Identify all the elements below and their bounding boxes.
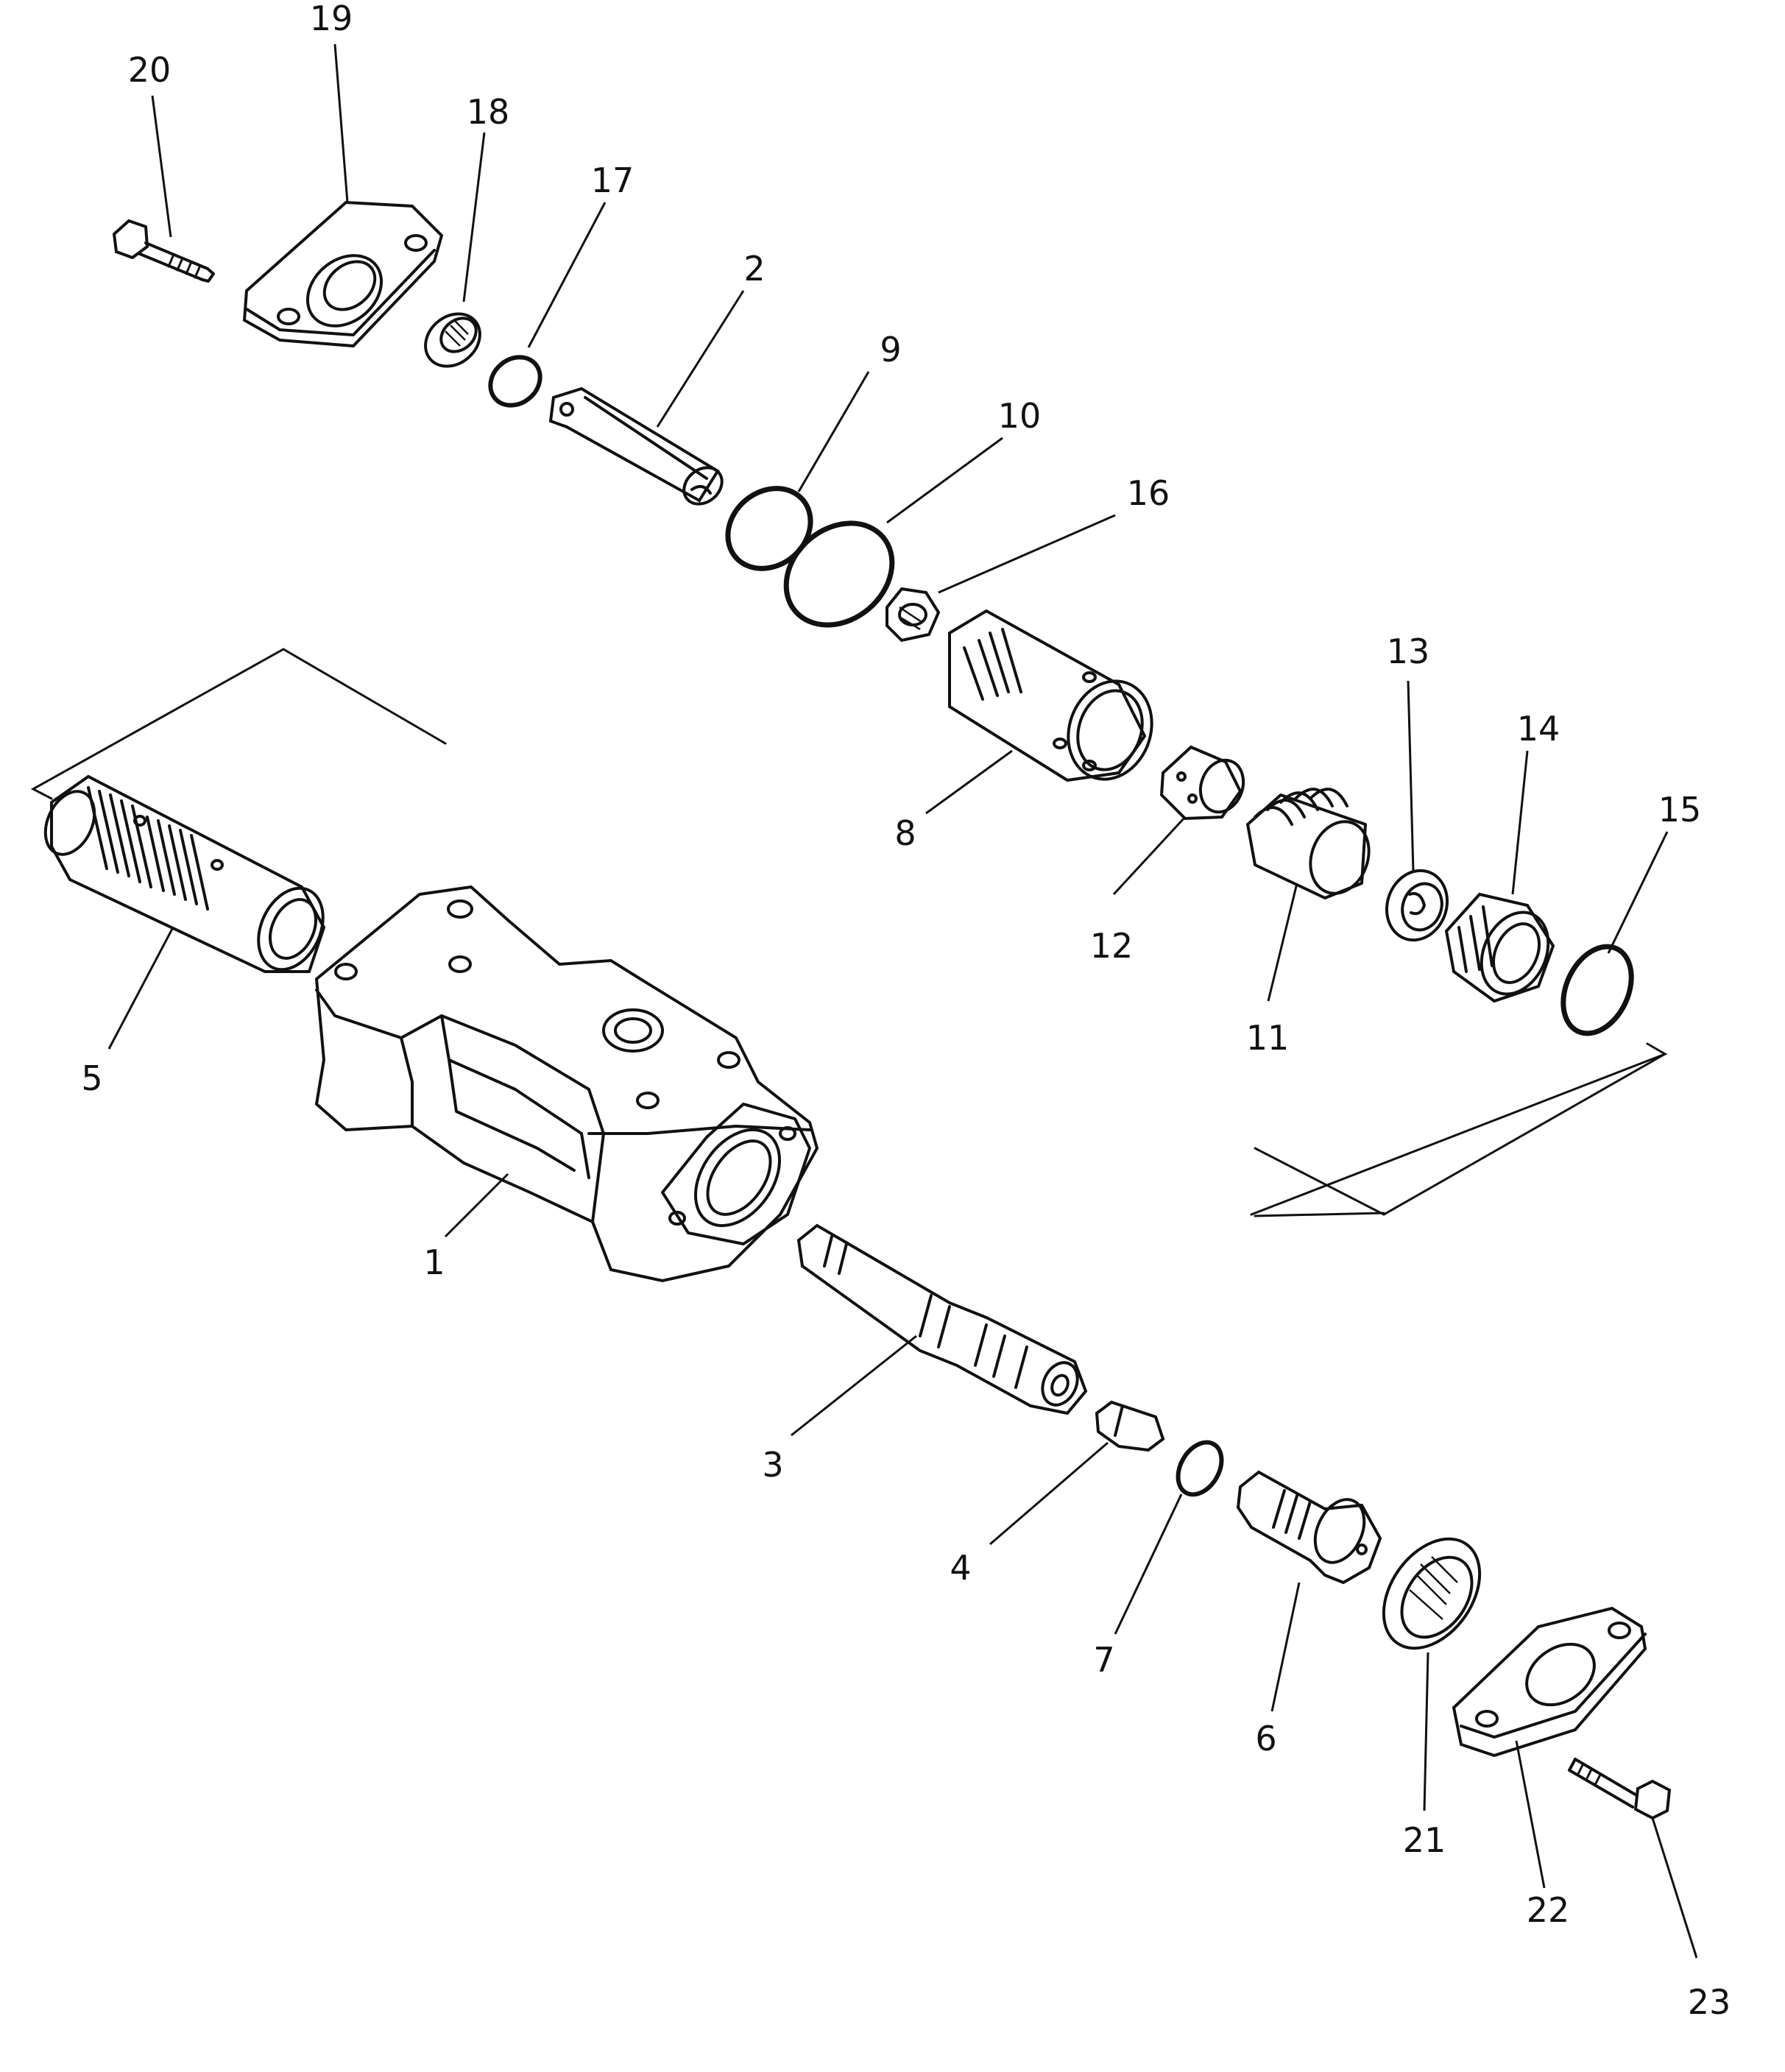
part-18-seal [424,312,481,368]
callout-label-1: 1 [423,1242,445,1282]
callout-label-9: 9 [880,330,902,370]
callout-label-17: 17 [590,160,635,200]
callout-label-6: 6 [1255,1719,1277,1758]
part-20-bolt [112,219,215,283]
part-13-stopper [1385,869,1449,942]
callout-label-22: 22 [1526,1890,1570,1930]
callout-label-8: 8 [894,813,916,853]
part-21-seal [1382,1537,1482,1650]
group-bracket-lower-2 [1254,1053,1666,1216]
callout-label-5: 5 [81,1058,103,1098]
group-bracket-upper [30,648,447,800]
callout-label-15: 15 [1658,790,1702,830]
callout-label-7: 7 [1093,1640,1115,1680]
part-5-valve-assembly [43,774,326,973]
part-7-o-ring [1176,1440,1224,1497]
part-22-flange [1452,1606,1647,1758]
part-16-nut [886,587,941,643]
part-23-bolt [1568,1758,1672,1820]
leader-lines [107,43,1698,1959]
part-11-spring [1246,788,1371,899]
callout-label-3: 3 [762,1445,784,1485]
callout-label-16: 16 [1126,473,1170,513]
part-10-o-ring [783,520,895,628]
part-12-piston [1159,745,1245,821]
part-1-valve-body [314,885,819,1283]
callout-label-19: 19 [309,0,353,38]
part-4-plug [1095,1400,1165,1452]
part-14-plug [1444,892,1555,1003]
callout-label-14: 14 [1516,709,1560,749]
callout-label-18: 18 [466,92,510,132]
callout-label-21: 21 [1402,1820,1446,1860]
part-19-flange [242,200,444,348]
callout-label-2: 2 [743,249,766,289]
part-2-shaft [548,386,724,506]
callout-label-10: 10 [997,396,1042,436]
part-8-sleeve [948,609,1153,782]
callout-label-20: 20 [127,50,172,90]
callout-label-4: 4 [950,1548,972,1588]
callout-label-23: 23 [1687,1982,1731,2022]
callout-label-13: 13 [1386,632,1430,671]
part-15-o-ring [1560,944,1634,1036]
part-17-ring [488,355,542,408]
part-6-plunger [1236,1470,1382,1585]
part-3-spool [796,1223,1088,1415]
callout-label-12: 12 [1089,926,1134,966]
callout-label-11: 11 [1245,1018,1290,1058]
